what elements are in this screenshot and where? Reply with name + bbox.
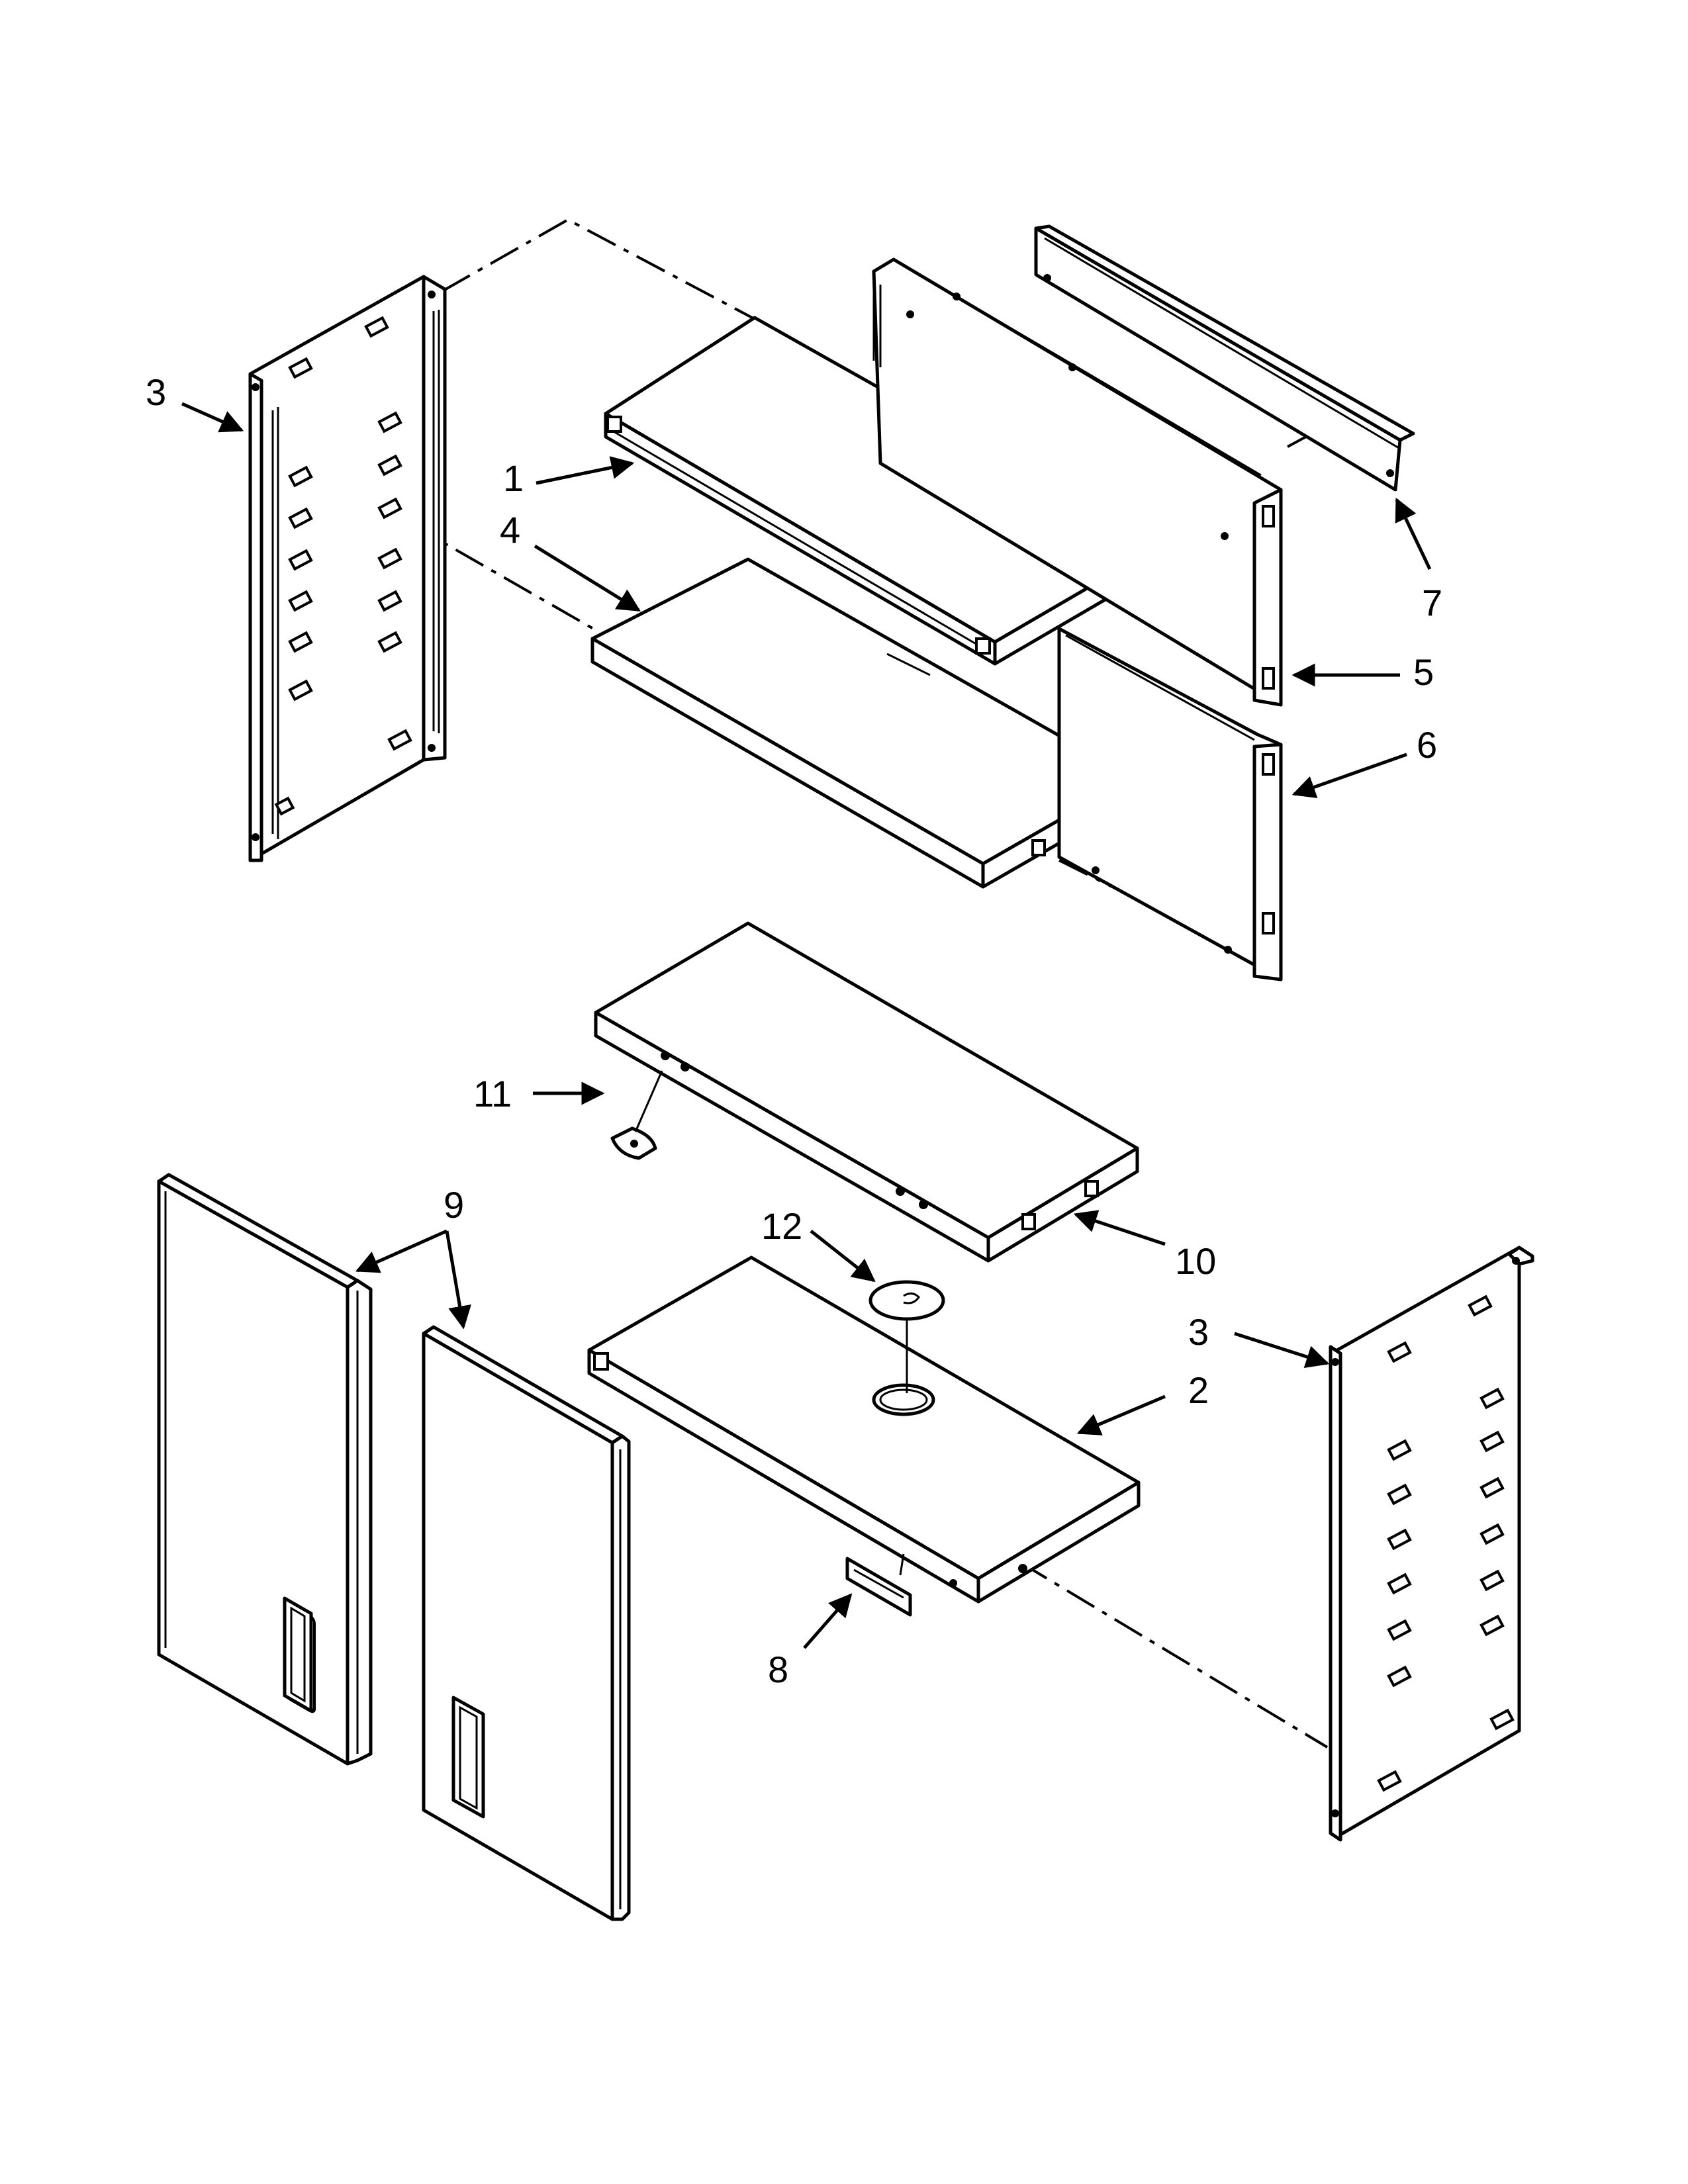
- leader-8: [803, 1593, 853, 1649]
- shelf-slots-right: [1377, 1295, 1515, 1792]
- leader-9-b: [445, 1230, 471, 1330]
- door-left-handle[interactable]: [283, 1596, 313, 1713]
- callout-1: 1: [503, 457, 524, 499]
- callout-5: 5: [1413, 651, 1434, 693]
- mounting-rail[interactable]: [1034, 224, 1415, 492]
- callout-12: 12: [761, 1205, 802, 1247]
- shelf-clip[interactable]: [610, 1070, 663, 1160]
- callout-3-right: 3: [1188, 1311, 1209, 1353]
- leader-9-a: [355, 1229, 448, 1273]
- logo-badge[interactable]: [845, 1553, 912, 1617]
- leader-3-left: [181, 402, 244, 433]
- leader-3-right: [1234, 1332, 1330, 1369]
- middle-shelf[interactable]: [594, 921, 1139, 1263]
- alignment-line-bottom: [1018, 1561, 1329, 1749]
- leader-7: [1395, 497, 1432, 570]
- leader-10: [1073, 1210, 1166, 1246]
- leader-6: [1291, 752, 1407, 799]
- door-right-handle[interactable]: [451, 1696, 485, 1819]
- callout-3-left: 3: [146, 371, 166, 413]
- alignment-line-top: [442, 218, 755, 320]
- shelf-slots-left: [274, 316, 412, 816]
- leader-4: [534, 544, 641, 612]
- leader-1: [536, 456, 635, 485]
- side-panel-right[interactable]: [1329, 1246, 1534, 1842]
- back-panel-upper[interactable]: [872, 257, 1283, 707]
- callout-2: 2: [1188, 1369, 1209, 1411]
- bottom-panel[interactable]: [587, 1255, 1141, 1604]
- callout-8: 8: [768, 1649, 788, 1690]
- door-right[interactable]: [422, 1325, 631, 1921]
- back-panel-lower[interactable]: [1057, 627, 1283, 981]
- alignment-line-back-lower: [1058, 859, 1113, 888]
- callout-7: 7: [1422, 582, 1442, 623]
- side-panel-left[interactable]: [248, 275, 447, 862]
- callout-9: 9: [444, 1184, 464, 1226]
- callout-6: 6: [1417, 724, 1437, 766]
- leader-lines: [181, 402, 1432, 1649]
- leader-2: [1076, 1394, 1166, 1435]
- callout-11: 11: [473, 1073, 512, 1115]
- callout-4: 4: [500, 509, 520, 551]
- door-left[interactable]: [157, 1173, 373, 1766]
- grommet[interactable]: [868, 1280, 945, 1393]
- callout-10: 10: [1175, 1240, 1216, 1282]
- leader-12: [810, 1230, 876, 1283]
- callouts: 3 1 4 7 5 6 11 9 12 10 3 2 8: [146, 371, 1442, 1690]
